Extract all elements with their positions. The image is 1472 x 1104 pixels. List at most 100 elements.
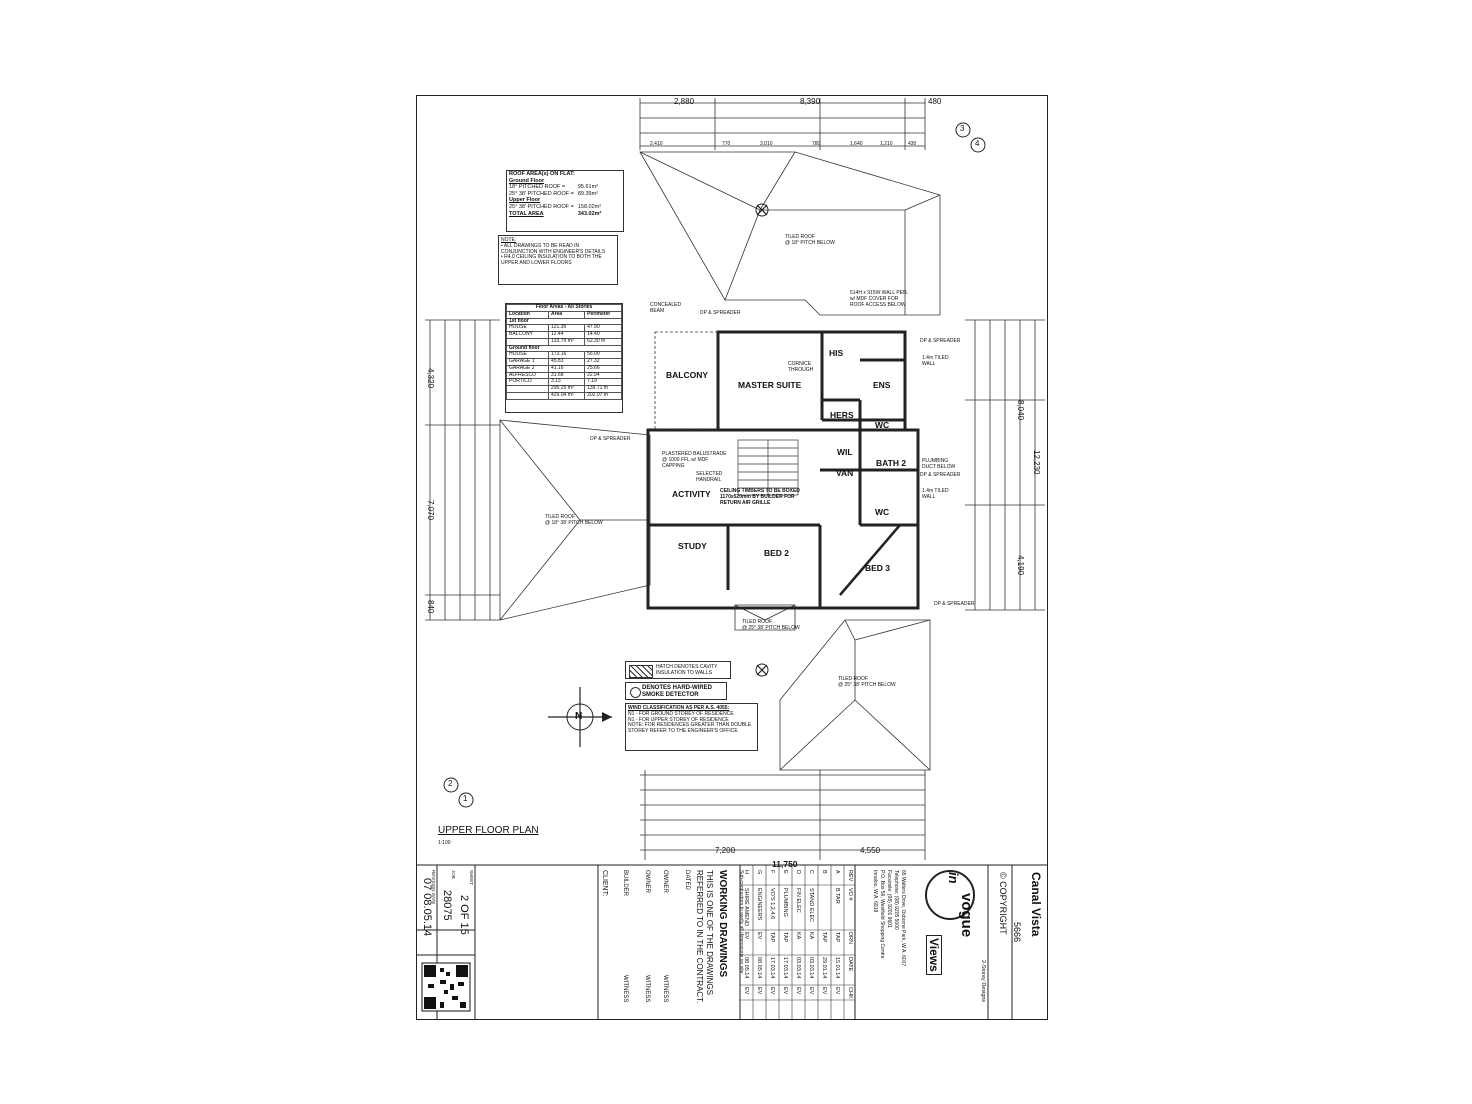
notes-box: NOTE: • ALL DRAWINGS TO BE READ IN CONJU…: [498, 235, 618, 285]
table-cell: 121.35: [547, 324, 586, 332]
address-line-1: 65 Walters Drive, Osborne Park, W.A. 601…: [900, 870, 906, 967]
table-cell: 173.16: [547, 351, 586, 359]
table-cell: [506, 391, 549, 400]
revision-cell: FIN ELEC: [795, 888, 801, 913]
room-hers: HERS: [830, 410, 854, 420]
revision-cell: G: [756, 870, 762, 875]
job-number: 28075: [441, 890, 453, 921]
revision-header-cell: REV: [847, 870, 853, 882]
wind-line3: NOTE: FOR RESIDENCES GREATER THAN DOUBLE…: [628, 722, 752, 734]
room-bath-2: BATH 2: [876, 458, 907, 468]
revision-cell: 03.03.14: [808, 957, 814, 979]
revision-cell: TAP: [821, 932, 827, 943]
table-cell: 12.44: [547, 331, 586, 339]
room-his: HIS: [829, 348, 844, 358]
address-line-5: Innaloo, W.A. 6918: [872, 870, 878, 913]
roof-row2-label: 25° 38' PITCHED ROOF =: [509, 190, 574, 197]
table-cell: PORTICO: [506, 378, 549, 386]
notes-line2: • R4.0 CEILING INSULATION TO BOTH THE UP…: [501, 254, 602, 266]
revision-cell: E: [782, 870, 788, 874]
revision-cell: VO'S 1,2,4,6: [769, 888, 775, 920]
dim-left-3: 840: [426, 600, 435, 614]
marker-2-label: 2: [448, 779, 453, 788]
dim-top-10: 430: [908, 141, 917, 147]
brand-in: in: [946, 872, 961, 884]
legend-hatch-text: HATCH DENOTES CAVITY INSULATION TO WALLS: [656, 664, 718, 676]
project-name: Canal Vista: [1029, 872, 1043, 937]
roof-area-table: ROOF AREA(s) ON FLAT: Ground Floor 18° P…: [506, 170, 624, 232]
dim-top-5: 770: [722, 141, 731, 147]
legend-smoke-text: DENOTES HARD-WIRED SMOKE DETECTOR: [642, 685, 712, 698]
dim-top-4: 2,410: [650, 141, 663, 147]
wind-classification-box: WIND CLASSIFICATION AS PER A.S. 4055: N1…: [625, 703, 758, 751]
builder-label: BUILDER: [622, 870, 628, 897]
note-tiled-roof-small: TILED ROOF @ 25° 38' PITCH BELOW: [742, 619, 800, 631]
witness-label-1: WITNESS: [662, 975, 668, 1003]
witness-label-3: WITNESS: [622, 975, 628, 1003]
section-marker-1: [458, 792, 474, 808]
client-label: CLIENT:: [601, 870, 608, 897]
revision-cell: ENGINEERS: [756, 888, 762, 921]
legend-hatch: HATCH DENOTES CAVITY INSULATION TO WALLS: [625, 661, 731, 679]
revision-cell: 03.03.14: [795, 957, 801, 979]
revision-cell: B: [821, 870, 827, 874]
wind-line2: N1 - FOR UPPER STOREY OF RESIDENCE: [628, 716, 729, 723]
dim-top-6: 3,010: [760, 141, 773, 147]
owner-label-1: OWNER: [662, 870, 668, 893]
section-marker-4: [970, 137, 986, 153]
floor-areas-heading: Floor Areas - All Stories: [506, 304, 622, 312]
room-master-suite: MASTER SUITE: [738, 380, 802, 390]
marker-3-label: 3: [960, 124, 965, 133]
owner-label-2: OWNER: [644, 870, 650, 893]
table-cell: 202.07 m: [584, 391, 622, 400]
address-line-2: Telephone: (08) 9205 5000: [893, 870, 899, 930]
room-balcony: BALCONY: [666, 370, 709, 380]
sheet-number: 2 OF 15: [458, 895, 470, 935]
room-wc-2: WC: [875, 507, 890, 517]
dim-top-2: 8,390: [800, 97, 821, 106]
dim-bottom-2: 4,550: [860, 846, 881, 855]
table-cell: 133.79 m²: [547, 337, 586, 346]
dim-right-2: 12,230: [1032, 450, 1041, 475]
dim-left-2: 7,070: [426, 500, 435, 521]
roof-upper-floor: Upper Floor: [509, 197, 541, 204]
table-cell: [506, 385, 549, 393]
job-label: JOB: [451, 870, 456, 879]
dim-right-3: 4,190: [1016, 555, 1025, 576]
revision-cell: EV: [756, 987, 762, 995]
wind-heading: WIND CLASSIFICATION AS PER A.S. 4055:: [628, 705, 730, 711]
section-marker-3: [955, 122, 971, 138]
roof-total-label: TOTAL AREA: [509, 210, 544, 217]
drawing-title: UPPER FLOOR PLAN: [438, 825, 539, 836]
table-cell: 139.71 m: [584, 385, 622, 393]
roof-row2-value: 89.39m²: [577, 190, 599, 197]
roof-left: [499, 419, 651, 621]
roof-area-heading: ROOF AREA(s) ON FLAT:: [509, 171, 575, 177]
revision-cell: TAP: [834, 932, 840, 943]
address-line-3: Facsimile: (08) 9201 9601: [886, 870, 892, 928]
note-selected-handrail: SELECTED HANDRAIL: [696, 471, 723, 483]
smoke-detector-icon: [630, 687, 641, 698]
note-cornice: CORNICE THROUGH: [788, 361, 814, 373]
revision-cell: 29.01.14: [821, 957, 827, 979]
note-wall-pen: 514H x 915W WALL PEN. w/ MDF COVER FOR R…: [850, 290, 908, 308]
contract-line-1: THIS IS ONE OF THE DRAWINGS: [705, 870, 714, 995]
revision-cell: EV: [782, 987, 788, 995]
note-tiled-wall-2: 1.4m TILED WALL: [922, 488, 949, 500]
note-concealed-beam: CONCEALED BEAM: [650, 302, 682, 314]
note-tiled-roof-bottom: TILED ROOF @ 25° 38' PITCH BELOW: [838, 676, 896, 688]
roof-row1-value: 95.61m²: [577, 184, 599, 191]
note-plastered-balustrade: PLASTERED BALUSTRADE @ 1000 FFL w/ MDF C…: [662, 451, 727, 469]
brand-tagline: 2-Storey Designs: [980, 960, 986, 1003]
room-activity: ACTIVITY: [672, 489, 711, 499]
working-drawings: WORKING DRAWINGS: [717, 870, 728, 978]
balcony-outline: [654, 331, 719, 431]
revision-cell: EV: [756, 932, 762, 940]
note-dp-spreader-1: DP & SPREADER: [700, 310, 741, 316]
revision-cell: EV: [821, 987, 827, 995]
